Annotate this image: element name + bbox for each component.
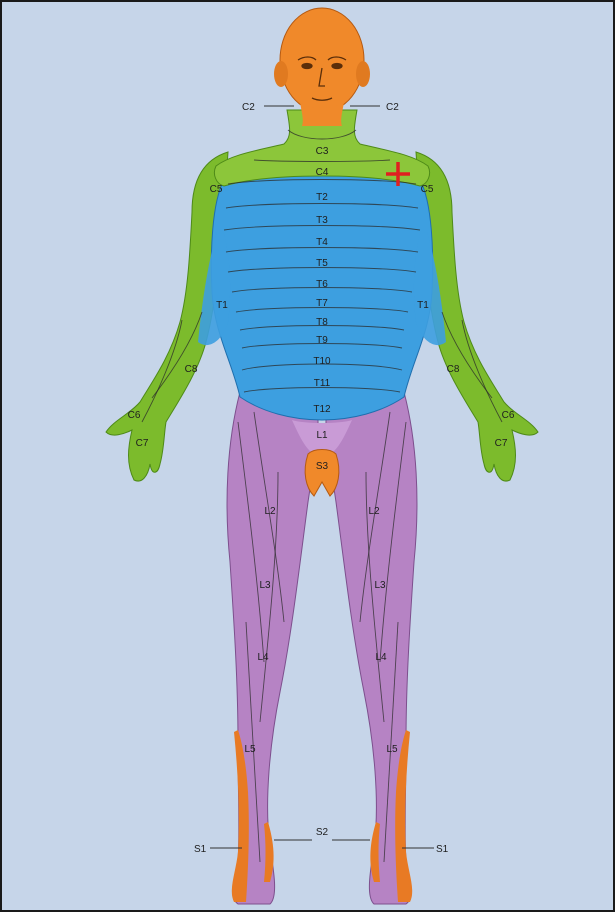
- label-c5-left: C5: [210, 184, 223, 195]
- label-t4: T4: [316, 237, 328, 248]
- label-s1-right: S1: [436, 844, 449, 855]
- label-c7-right: C7: [495, 438, 508, 449]
- label-l1: L1: [316, 430, 328, 441]
- right-ear: [356, 61, 370, 87]
- label-c2-right: C2: [386, 102, 399, 113]
- label-t8: T8: [316, 317, 328, 328]
- label-t9: T9: [316, 335, 328, 346]
- label-c2-left: C2: [242, 102, 255, 113]
- label-l3-right: L3: [374, 580, 386, 591]
- label-c6-right: C6: [502, 410, 515, 421]
- label-l5-right: L5: [386, 744, 398, 755]
- label-l3-left: L3: [259, 580, 271, 591]
- label-t11: T11: [314, 378, 331, 389]
- label-t6: T6: [316, 279, 328, 290]
- label-c4: C4: [316, 167, 329, 178]
- label-l4-left: L4: [257, 652, 269, 663]
- label-s2: S2: [316, 827, 329, 838]
- s3-region: [305, 450, 339, 497]
- label-t3: T3: [316, 215, 328, 226]
- head: [280, 8, 364, 112]
- label-t2: T2: [316, 192, 328, 203]
- label-c3: C3: [316, 146, 329, 157]
- label-c5-right: C5: [421, 184, 434, 195]
- label-t1-right: T1: [417, 300, 429, 311]
- label-t7: T7: [316, 298, 328, 309]
- label-c7-left: C7: [136, 438, 149, 449]
- label-c6-left: C6: [128, 410, 141, 421]
- label-l2-left: L2: [264, 506, 276, 517]
- label-l2-right: L2: [368, 506, 380, 517]
- label-t12: T12: [313, 404, 331, 415]
- label-t1-left: T1: [216, 300, 228, 311]
- label-c8-left: C8: [185, 364, 198, 375]
- label-t10: T10: [313, 356, 331, 367]
- left-ear: [274, 61, 288, 87]
- label-l4-right: L4: [375, 652, 387, 663]
- label-s1-left: S1: [194, 844, 207, 855]
- label-s3: S3: [316, 461, 329, 472]
- label-l5-left: L5: [244, 744, 256, 755]
- label-c8-right: C8: [447, 364, 460, 375]
- label-t5: T5: [316, 258, 328, 269]
